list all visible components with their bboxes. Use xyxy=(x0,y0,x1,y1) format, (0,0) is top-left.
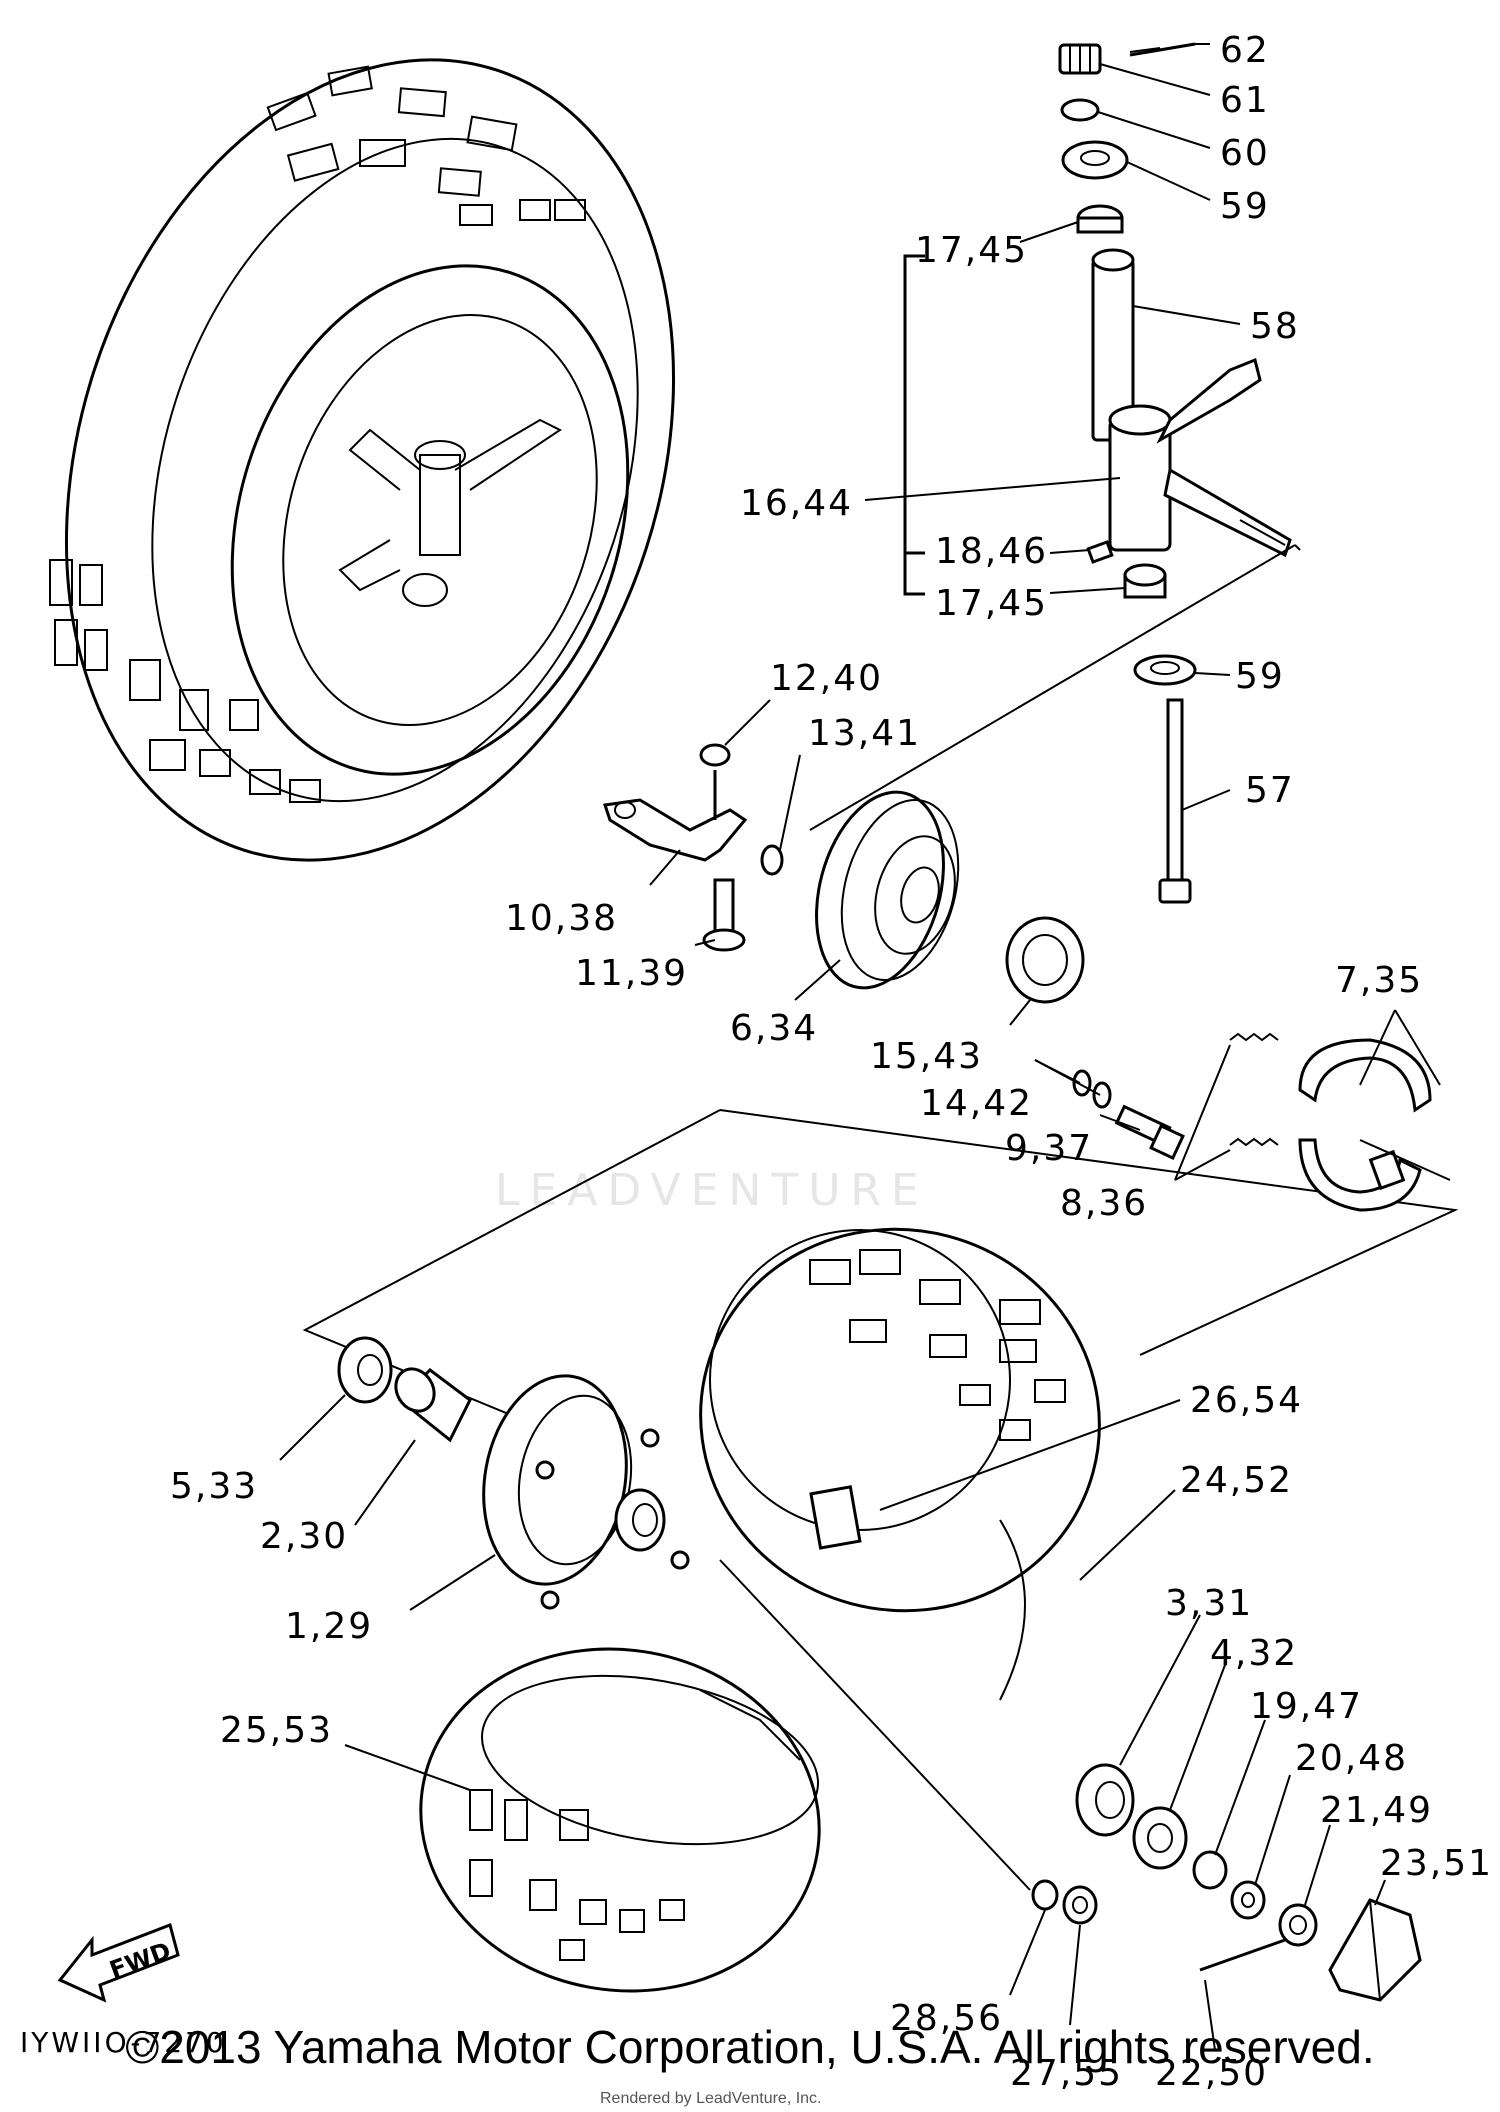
nut-21 xyxy=(1278,1903,1318,1947)
washer-20 xyxy=(1230,1880,1266,1920)
callout-19-47: 19,47 xyxy=(1250,1686,1363,1727)
callout-57: 57 xyxy=(1245,770,1295,811)
brake-shoes xyxy=(1298,1038,1432,1212)
bolt-11 xyxy=(702,878,746,952)
callout-61: 61 xyxy=(1220,80,1270,121)
fwd-arrow-icon: FWD xyxy=(57,1923,180,2003)
bushing-top xyxy=(1076,204,1124,234)
callout-10-38: 10,38 xyxy=(505,898,618,939)
assembled-wheel xyxy=(49,58,676,862)
copyright-notice: ©2013 Yamaha Motor Corporation, U.S.A. A… xyxy=(125,2021,1375,2073)
collar-19 xyxy=(1192,1850,1228,1890)
callout-1-29: 1,29 xyxy=(285,1606,373,1647)
dust-seal-59-top xyxy=(1061,140,1129,180)
diagram-code: IYWIIO-7270 xyxy=(20,2026,227,2059)
bushing-bottom xyxy=(1123,563,1167,599)
callout-27-55: 27,55 xyxy=(1010,2053,1123,2094)
washer-60 xyxy=(1060,98,1100,122)
callout-9-37: 9,37 xyxy=(1005,1128,1093,1169)
brake-springs xyxy=(1229,1032,1279,1147)
castle-nut xyxy=(1058,43,1102,75)
bearing-3 xyxy=(1075,1763,1135,1837)
rim-half-inner xyxy=(419,1647,821,1993)
callout-14-42: 14,42 xyxy=(920,1083,1033,1124)
callout-60: 60 xyxy=(1220,133,1270,174)
seal-4 xyxy=(1132,1806,1188,1870)
collar-58 xyxy=(1091,248,1135,442)
brake-drum xyxy=(815,790,960,990)
callout-20-48: 20,48 xyxy=(1295,1738,1408,1779)
callout-59-lower: 59 xyxy=(1235,656,1285,697)
washer-28 xyxy=(1031,1879,1059,1911)
knuckle-bolt xyxy=(1158,698,1192,904)
cotter-pin-22 xyxy=(1199,1938,1286,1972)
callout-21-49: 21,49 xyxy=(1320,1790,1433,1831)
grease-nipple xyxy=(1086,540,1114,564)
callout-62: 62 xyxy=(1220,30,1270,71)
nut-27 xyxy=(1062,1885,1098,1925)
spacer-2 xyxy=(394,1367,472,1443)
callout-4-32: 4,32 xyxy=(1210,1633,1298,1674)
callout-11-39: 11,39 xyxy=(575,953,688,994)
callout-28-56: 28,56 xyxy=(890,1998,1003,2039)
leader-lines xyxy=(279,43,1441,2051)
callout-17-45-bottom: 17,45 xyxy=(935,583,1048,624)
callout-25-53: 25,53 xyxy=(220,1710,333,1751)
callout-labels: 62 61 60 59 17,45 58 16,44 18,46 17,45 5… xyxy=(170,30,1493,2094)
nut-12 xyxy=(699,743,731,767)
callout-5-33: 5,33 xyxy=(170,1466,258,1507)
callout-18-46: 18,46 xyxy=(935,531,1048,572)
callout-26-54: 26,54 xyxy=(1190,1380,1303,1421)
callout-59-top: 59 xyxy=(1220,186,1270,227)
callout-23-51: 23,51 xyxy=(1380,1843,1493,1884)
callout-16-44: 16,44 xyxy=(740,483,853,524)
callout-15-43: 15,43 xyxy=(870,1036,983,1077)
callout-6-34: 6,34 xyxy=(730,1008,818,1049)
callout-17-45-top: 17,45 xyxy=(915,230,1028,271)
callout-7-35: 7,35 xyxy=(1335,960,1423,1001)
callout-12-40: 12,40 xyxy=(770,658,883,699)
callout-24-52: 24,52 xyxy=(1180,1460,1293,1501)
hub-cap xyxy=(1328,1898,1422,2002)
tire-tread-lower xyxy=(469,1789,685,1961)
tire-tread-upper xyxy=(809,1249,1066,1441)
brake-camshaft xyxy=(1114,1104,1185,1160)
rim-half-outer xyxy=(699,1227,1101,1701)
bearing-5 xyxy=(337,1336,393,1404)
callout-3-31: 3,31 xyxy=(1165,1583,1253,1624)
callout-58: 58 xyxy=(1250,306,1300,347)
oil-seal xyxy=(1005,916,1085,1004)
wheel-hub xyxy=(482,1374,690,1610)
cotter-pin xyxy=(1129,42,1196,57)
washer-13 xyxy=(760,844,784,876)
exploded-view-plane xyxy=(809,544,1301,831)
callout-8-36: 8,36 xyxy=(1060,1183,1148,1224)
brake-bracket xyxy=(603,770,748,862)
steering-knuckle xyxy=(1108,357,1292,558)
callout-2-30: 2,30 xyxy=(260,1516,348,1557)
rendered-by-notice: Rendered by LeadVenture, Inc. xyxy=(600,2090,822,2107)
o-ring-a xyxy=(1072,1069,1092,1097)
callout-13-41: 13,41 xyxy=(808,713,921,754)
callout-22-50: 22,50 xyxy=(1155,2053,1268,2094)
o-ring-b xyxy=(1092,1081,1112,1109)
watermark: LEADVENTURE xyxy=(495,1165,929,1216)
dust-seal-59-lower xyxy=(1133,654,1197,686)
